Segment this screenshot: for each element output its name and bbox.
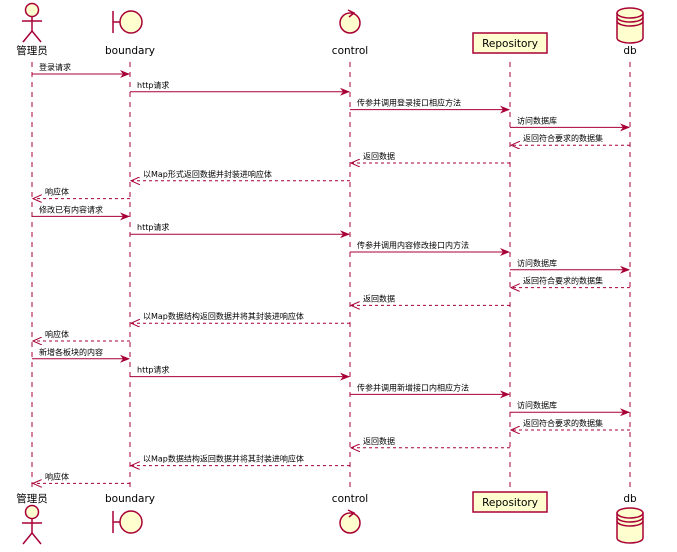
message-18: http请求 — [130, 365, 350, 381]
message-10: http请求 — [130, 222, 350, 239]
participant-label-boundary: boundary — [105, 45, 155, 57]
participant-label-repo: Repository — [482, 38, 538, 50]
message-label: http请求 — [137, 365, 169, 375]
message-16: 响应体 — [33, 329, 130, 341]
message-21: 返回符合要求的数据集 — [511, 418, 630, 430]
message-label: 以Map数据结构返回数据并将其封装进响应体 — [143, 454, 304, 464]
participant-box — [472, 491, 548, 513]
participant-repo-top: Repository — [472, 32, 548, 54]
message-12: 访问数据库 — [510, 258, 630, 274]
message-15: 以Map数据结构返回数据并将其封装进响应体 — [131, 311, 350, 323]
message-19: 传参并调用新增接口内相应方法 — [350, 382, 510, 399]
actor-icon-admin — [22, 2, 42, 43]
message-9: 修改已有内容请求 — [32, 204, 130, 221]
participant-boundary-bottom: boundary — [105, 493, 155, 534]
participant-control-bottom: control — [332, 493, 368, 534]
message-6: 返回数据 — [351, 151, 510, 163]
participant-label-repo: Repository — [482, 497, 538, 509]
message-label: http请求 — [137, 80, 169, 90]
message-8: 响应体 — [33, 187, 130, 199]
actor-icon-admin — [22, 504, 42, 545]
message-3: 传参并调用登录接口相应方法 — [350, 98, 510, 114]
message-14: 返回数据 — [351, 293, 510, 305]
message-label: 响应体 — [45, 471, 69, 481]
message-23: 以Map数据结构返回数据并将其封装进响应体 — [131, 454, 350, 466]
message-7: 以Map形式返回数据并封装进响应体 — [131, 169, 350, 181]
participant-db-top: db — [616, 7, 644, 57]
message-label: 返回数据 — [363, 151, 395, 161]
message-label: 传参并调用新增接口内相应方法 — [357, 382, 469, 392]
participant-label-boundary: boundary — [105, 493, 155, 505]
message-2: http请求 — [130, 80, 350, 96]
boundary-icon-boundary — [112, 510, 143, 534]
message-20: 访问数据库 — [510, 400, 630, 417]
message-label: 传参并调用登录接口相应方法 — [357, 98, 461, 108]
message-label: 返回数据 — [363, 293, 395, 303]
message-label: 新增各板块的内容 — [39, 347, 103, 357]
participant-label-admin: 管理员 — [16, 492, 48, 505]
message-1: 登录请求 — [32, 62, 130, 78]
message-label: 以Map形式返回数据并封装进响应体 — [143, 169, 272, 179]
message-13: 返回符合要求的数据集 — [511, 276, 630, 288]
lifelines — [31, 62, 631, 490]
message-label: 访问数据库 — [517, 115, 557, 125]
message-label: http请求 — [137, 222, 169, 232]
message-label: 返回符合要求的数据集 — [523, 133, 603, 143]
participant-admin-bottom: 管理员 — [16, 492, 48, 545]
participant-control-top: control — [332, 9, 368, 57]
message-label: 登录请求 — [39, 62, 71, 72]
message-label: 访问数据库 — [517, 258, 557, 268]
participant-db-bottom: db — [616, 493, 644, 544]
participant-repo-bottom: Repository — [472, 491, 548, 513]
message-label: 返回符合要求的数据集 — [523, 418, 603, 428]
participant-boundary-top: boundary — [105, 10, 155, 57]
message-label: 返回符合要求的数据集 — [523, 276, 603, 286]
participant-box — [472, 32, 548, 54]
participant-admin-top: 管理员 — [16, 2, 48, 57]
control-icon-control — [339, 509, 361, 534]
message-label: 响应体 — [45, 187, 69, 197]
message-label: 访问数据库 — [517, 400, 557, 410]
boundary-icon-boundary — [112, 10, 143, 34]
message-11: 传参并调用内容修改接口内方法 — [350, 240, 510, 256]
participant-label-control: control — [332, 45, 368, 57]
message-label: 传参并调用内容修改接口内方法 — [357, 240, 469, 250]
message-17: 新增各板块的内容 — [32, 347, 130, 363]
message-label: 修改已有内容请求 — [39, 204, 103, 214]
participant-label-db: db — [623, 493, 637, 505]
message-4: 访问数据库 — [510, 115, 630, 132]
participant-label-admin: 管理员 — [16, 44, 48, 57]
participant-label-control: control — [332, 493, 368, 505]
control-icon-control — [339, 9, 361, 34]
message-label: 响应体 — [45, 329, 69, 339]
participant-heads: 管理员管理员boundaryboundarycontrolcontrolRepo… — [16, 2, 644, 545]
message-22: 返回数据 — [351, 436, 510, 448]
participant-label-db: db — [623, 45, 637, 57]
message-label: 返回数据 — [363, 436, 395, 446]
message-5: 返回符合要求的数据集 — [511, 133, 630, 145]
message-label: 以Map数据结构返回数据并将其封装进响应体 — [143, 311, 304, 321]
database-icon-db — [616, 7, 644, 44]
database-icon-db — [616, 507, 644, 544]
messages: 登录请求http请求传参并调用登录接口相应方法访问数据库返回符合要求的数据集返回… — [32, 62, 630, 483]
message-24: 响应体 — [33, 471, 130, 483]
